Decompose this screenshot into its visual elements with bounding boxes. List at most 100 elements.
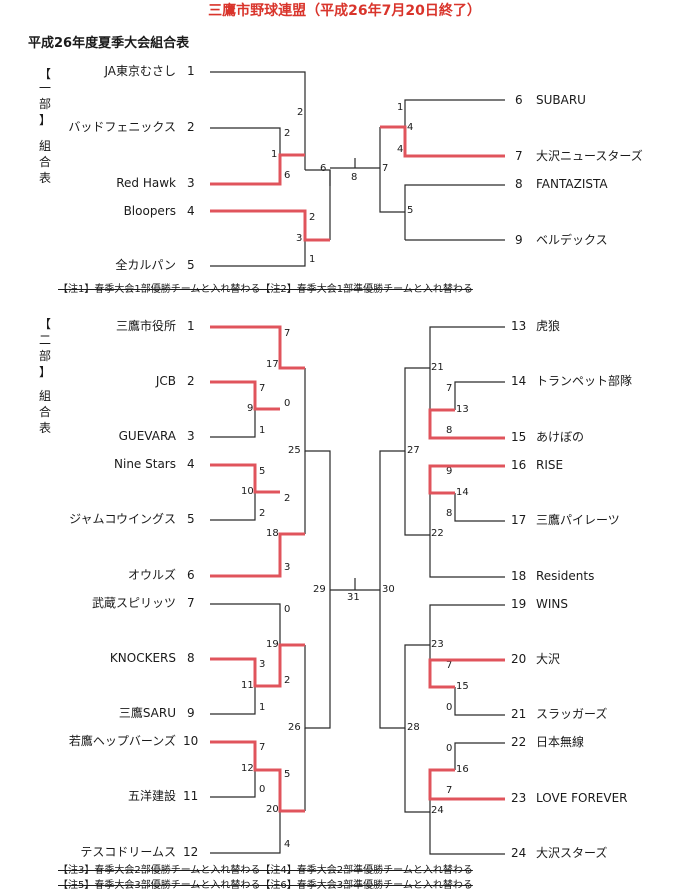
team-number: 12: [183, 845, 199, 859]
team-name: ベルデックス: [536, 233, 608, 247]
game-score: 29: [313, 584, 326, 595]
division1-label-char: 一: [38, 81, 51, 95]
bracket-line: [305, 169, 331, 186]
game-score: 31: [347, 592, 360, 603]
game-score: 7: [259, 742, 266, 753]
team-number: 19: [511, 597, 527, 611]
team-name: 三鷹パイレーツ: [536, 513, 620, 527]
bracket-line: [404, 99, 505, 127]
team-name: バッドフェニックス: [68, 120, 176, 134]
game-score: 2: [309, 212, 316, 223]
game-score: 7: [446, 785, 453, 796]
game-score: 5: [407, 205, 414, 216]
game-score: 12: [241, 763, 254, 774]
team-number: 8: [187, 651, 195, 665]
game-score: 1: [397, 102, 404, 113]
bracket-line: [210, 686, 256, 715]
team-number: 6: [515, 93, 523, 107]
winner-path: [428, 408, 505, 440]
team-number: 4: [187, 457, 195, 471]
team-number: 11: [183, 789, 199, 803]
game-score: 21: [431, 362, 444, 373]
game-score: 1: [309, 254, 316, 265]
team-name: 若鷹ヘップバーンズ: [68, 734, 176, 748]
game-score: 19: [266, 639, 279, 650]
team-name: オウルズ: [127, 568, 176, 582]
bracket-line: [404, 184, 505, 240]
game-score: 2: [284, 493, 291, 504]
team-number: 7: [187, 596, 195, 610]
team-number: 8: [515, 177, 523, 191]
division2-note: 【注3】春季大会2部優勝チームと入れ替わる【注4】春季大会2部準優勝チームと入れ…: [58, 865, 473, 876]
bracket-line: [379, 590, 430, 729]
team-number: 3: [187, 429, 195, 443]
division2-note: 【注5】春季大会3部優勝チームと入れ替わる【注6】春季大会3部準優勝チームと入れ…: [58, 880, 473, 891]
game-score: 23: [431, 639, 444, 650]
game-score: 0: [284, 398, 291, 409]
team-name: 三鷹SARU: [118, 706, 176, 720]
bracket-line: [379, 127, 405, 213]
division1-label-char: 表: [38, 171, 51, 185]
game-score: 1: [271, 149, 278, 160]
team-number: 18: [511, 569, 527, 583]
division2-label-char: 二: [38, 333, 51, 347]
team-name: 大沢: [536, 652, 561, 666]
team-name: ジャムコウイングス: [69, 512, 176, 526]
team-number: 13: [511, 319, 527, 333]
game-score: 17: [266, 359, 279, 370]
team-name: トランペット部隊: [536, 374, 633, 388]
team-name: あけぼの: [536, 430, 585, 444]
team-number: 15: [511, 430, 527, 444]
team-name: Nine Stars: [114, 457, 176, 471]
team-number: 2: [187, 374, 195, 388]
team-name: Red Hawk: [116, 176, 176, 190]
game-score: 3: [296, 233, 303, 244]
winner-path: [428, 768, 505, 801]
game-score: 25: [288, 445, 301, 456]
game-score: 13: [456, 404, 469, 415]
team-number: 22: [511, 735, 527, 749]
team-name: スラッガーズ: [536, 707, 608, 721]
team-number: 7: [515, 149, 523, 163]
division1-label-char: 】: [38, 113, 51, 127]
bracket-line: [404, 451, 430, 536]
winner-path: [210, 740, 305, 813]
game-score: 2: [259, 508, 266, 519]
division2-label-char: 【: [38, 317, 51, 331]
team-number: 4: [187, 204, 195, 218]
team-name: 武蔵スピリッツ: [91, 596, 176, 610]
team-number: 23: [511, 791, 527, 805]
division2-label-char: 】: [38, 365, 51, 379]
game-score: 8: [351, 172, 358, 183]
team-number: 5: [187, 512, 195, 526]
division1-label-char: 部: [38, 97, 51, 111]
team-name: SUBARU: [536, 93, 586, 107]
team-name: Residents: [536, 569, 595, 583]
bracket-line: [210, 409, 256, 438]
game-score: 8: [446, 425, 453, 436]
team-name: LOVE FOREVER: [536, 791, 628, 805]
bracket-line: [429, 326, 505, 410]
game-score: 2: [284, 675, 291, 686]
game-score: 2: [297, 107, 304, 118]
team-name: 日本無線: [536, 735, 585, 749]
team-number: 21: [511, 707, 527, 721]
team-name: テスコドリームス: [80, 845, 176, 859]
team-name: GUEVARA: [118, 429, 176, 443]
game-score: 4: [407, 122, 414, 133]
bracket-lines: [210, 71, 505, 855]
bracket-line: [210, 811, 281, 854]
team-name: RISE: [536, 458, 564, 472]
team-name: JA東京むさし: [104, 64, 176, 78]
team-number: 14: [511, 374, 527, 388]
winner-path: [210, 643, 305, 688]
team-number: 9: [187, 706, 195, 720]
game-score: 2: [284, 128, 291, 139]
team-number: 5: [187, 258, 195, 272]
winner-path: [210, 153, 305, 186]
team-number: 6: [187, 568, 195, 582]
game-score: 27: [407, 445, 420, 456]
bracket-line: [210, 71, 306, 170]
bracket-line: [210, 603, 281, 645]
game-score: 10: [241, 486, 254, 497]
